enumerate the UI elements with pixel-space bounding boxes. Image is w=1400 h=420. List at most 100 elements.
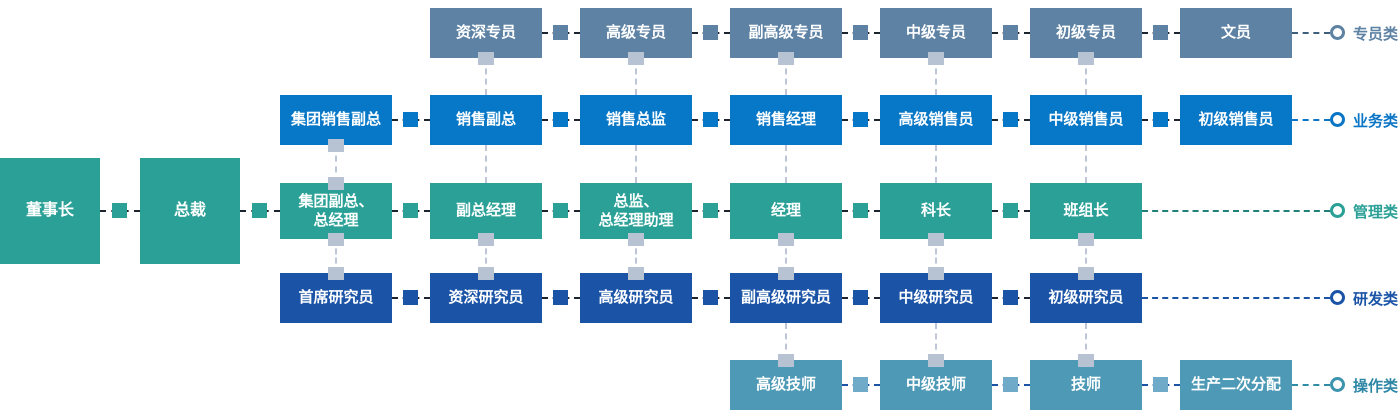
- connector-square: [1003, 25, 1018, 40]
- link-endpoint-square: [928, 52, 944, 65]
- link-endpoint-square: [778, 233, 794, 246]
- position-box-senior-salesperson[interactable]: 高级销售员: [880, 95, 992, 145]
- row-family-label: 操作类: [1353, 378, 1399, 395]
- row-terminal-ring: [1330, 203, 1345, 218]
- connector-square: [853, 290, 868, 305]
- link-endpoint-square: [328, 267, 344, 280]
- row-terminal-ring: [1330, 377, 1345, 392]
- position-box-mid-specialist[interactable]: 中级专员: [880, 8, 992, 58]
- vertical-link: [635, 145, 637, 183]
- vertical-link: [785, 323, 787, 360]
- connector-square: [1003, 377, 1018, 392]
- position-box-team-leader[interactable]: 班组长: [1030, 183, 1142, 239]
- vertical-link: [485, 58, 487, 95]
- link-endpoint-square: [928, 233, 944, 246]
- row-terminal-dash: [1292, 32, 1330, 34]
- position-box-group-vp-gm[interactable]: 集团副总、 总经理: [280, 183, 392, 239]
- vertical-link: [1085, 323, 1087, 360]
- connector-square: [553, 112, 568, 127]
- link-endpoint-square: [928, 267, 944, 280]
- vertical-link: [485, 145, 487, 183]
- vertical-link: [485, 239, 487, 273]
- position-box-advanced-specialist[interactable]: 高级专员: [580, 8, 692, 58]
- connector-square: [1153, 377, 1168, 392]
- connector-square: [1003, 203, 1018, 218]
- position-box-junior-researcher[interactable]: 初级研究员: [1030, 273, 1142, 323]
- connector-square: [703, 25, 718, 40]
- row-terminal-ring: [1330, 25, 1345, 40]
- vertical-link: [785, 145, 787, 183]
- link-endpoint-square: [328, 139, 344, 152]
- vertical-link: [935, 239, 937, 273]
- connector-square: [252, 203, 267, 218]
- link-endpoint-square: [778, 52, 794, 65]
- connector-square: [703, 290, 718, 305]
- link-endpoint-square: [1078, 52, 1094, 65]
- vertical-link: [635, 58, 637, 95]
- position-box-mid-researcher[interactable]: 中级研究员: [880, 273, 992, 323]
- position-box-technician[interactable]: 技师: [1030, 360, 1142, 410]
- connector-square: [853, 377, 868, 392]
- link-endpoint-square: [628, 52, 644, 65]
- connector-square: [403, 290, 418, 305]
- link-endpoint-square: [478, 52, 494, 65]
- position-box-deputy-senior-researcher[interactable]: 副高级研究员: [730, 273, 842, 323]
- row-terminal-dash: [1142, 297, 1330, 299]
- connector-square: [403, 112, 418, 127]
- position-box-mid-technician[interactable]: 中级技师: [880, 360, 992, 410]
- position-box-manager[interactable]: 经理: [730, 183, 842, 239]
- row-family-label: 业务类: [1353, 113, 1399, 130]
- row-terminal-dash: [1142, 210, 1330, 212]
- position-box-sales-manager[interactable]: 销售经理: [730, 95, 842, 145]
- vertical-link: [635, 239, 637, 273]
- position-box-chief-researcher[interactable]: 首席研究员: [280, 273, 392, 323]
- position-box-section-chief[interactable]: 科长: [880, 183, 992, 239]
- row-terminal-ring: [1330, 112, 1345, 127]
- position-box-senior-technician[interactable]: 高级技师: [730, 360, 842, 410]
- connector-square: [853, 112, 868, 127]
- row-family-label: 管理类: [1353, 204, 1399, 221]
- vertical-link: [785, 239, 787, 273]
- position-box-group-sales-vp[interactable]: 集团销售副总: [280, 95, 392, 145]
- connector-square: [703, 112, 718, 127]
- position-box-director-gm-assistant[interactable]: 总监、 总经理助理: [580, 183, 692, 239]
- position-box-mid-salesperson[interactable]: 中级销售员: [1030, 95, 1142, 145]
- position-box-senior-researcher[interactable]: 资深研究员: [430, 273, 542, 323]
- vertical-link: [785, 58, 787, 95]
- connector-square: [553, 203, 568, 218]
- link-endpoint-square: [328, 177, 344, 190]
- connector-square: [853, 25, 868, 40]
- connector-square: [853, 203, 868, 218]
- position-box-deputy-senior-specialist[interactable]: 副高级专员: [730, 8, 842, 58]
- connector-square: [553, 25, 568, 40]
- connector-square: [1003, 290, 1018, 305]
- connector-square: [1153, 112, 1168, 127]
- position-box-sales-vp[interactable]: 销售副总: [430, 95, 542, 145]
- position-box-advanced-researcher[interactable]: 高级研究员: [580, 273, 692, 323]
- link-endpoint-square: [1078, 354, 1094, 367]
- vertical-link: [1085, 58, 1087, 95]
- vertical-link: [935, 58, 937, 95]
- position-box-chairman[interactable]: 董事长: [0, 158, 100, 264]
- position-box-junior-salesperson[interactable]: 初级销售员: [1180, 95, 1292, 145]
- link-endpoint-square: [478, 267, 494, 280]
- link-endpoint-square: [928, 354, 944, 367]
- link-endpoint-square: [778, 354, 794, 367]
- link-endpoint-square: [478, 233, 494, 246]
- connector-square: [703, 203, 718, 218]
- row-terminal-ring: [1330, 290, 1345, 305]
- position-box-junior-specialist[interactable]: 初级专员: [1030, 8, 1142, 58]
- connector-square: [1153, 25, 1168, 40]
- position-box-president[interactable]: 总裁: [140, 158, 240, 264]
- position-box-clerk[interactable]: 文员: [1180, 8, 1292, 58]
- row-family-label: 研发类: [1353, 291, 1399, 308]
- link-endpoint-square: [328, 233, 344, 246]
- link-endpoint-square: [778, 267, 794, 280]
- vertical-link: [1085, 145, 1087, 183]
- position-box-senior-specialist[interactable]: 资深专员: [430, 8, 542, 58]
- position-box-production-secondary-distribution[interactable]: 生产二次分配: [1180, 360, 1292, 410]
- row-terminal-dash: [1292, 119, 1330, 121]
- vertical-link: [335, 145, 337, 183]
- position-box-deputy-gm[interactable]: 副总经理: [430, 183, 542, 239]
- position-box-sales-director[interactable]: 销售总监: [580, 95, 692, 145]
